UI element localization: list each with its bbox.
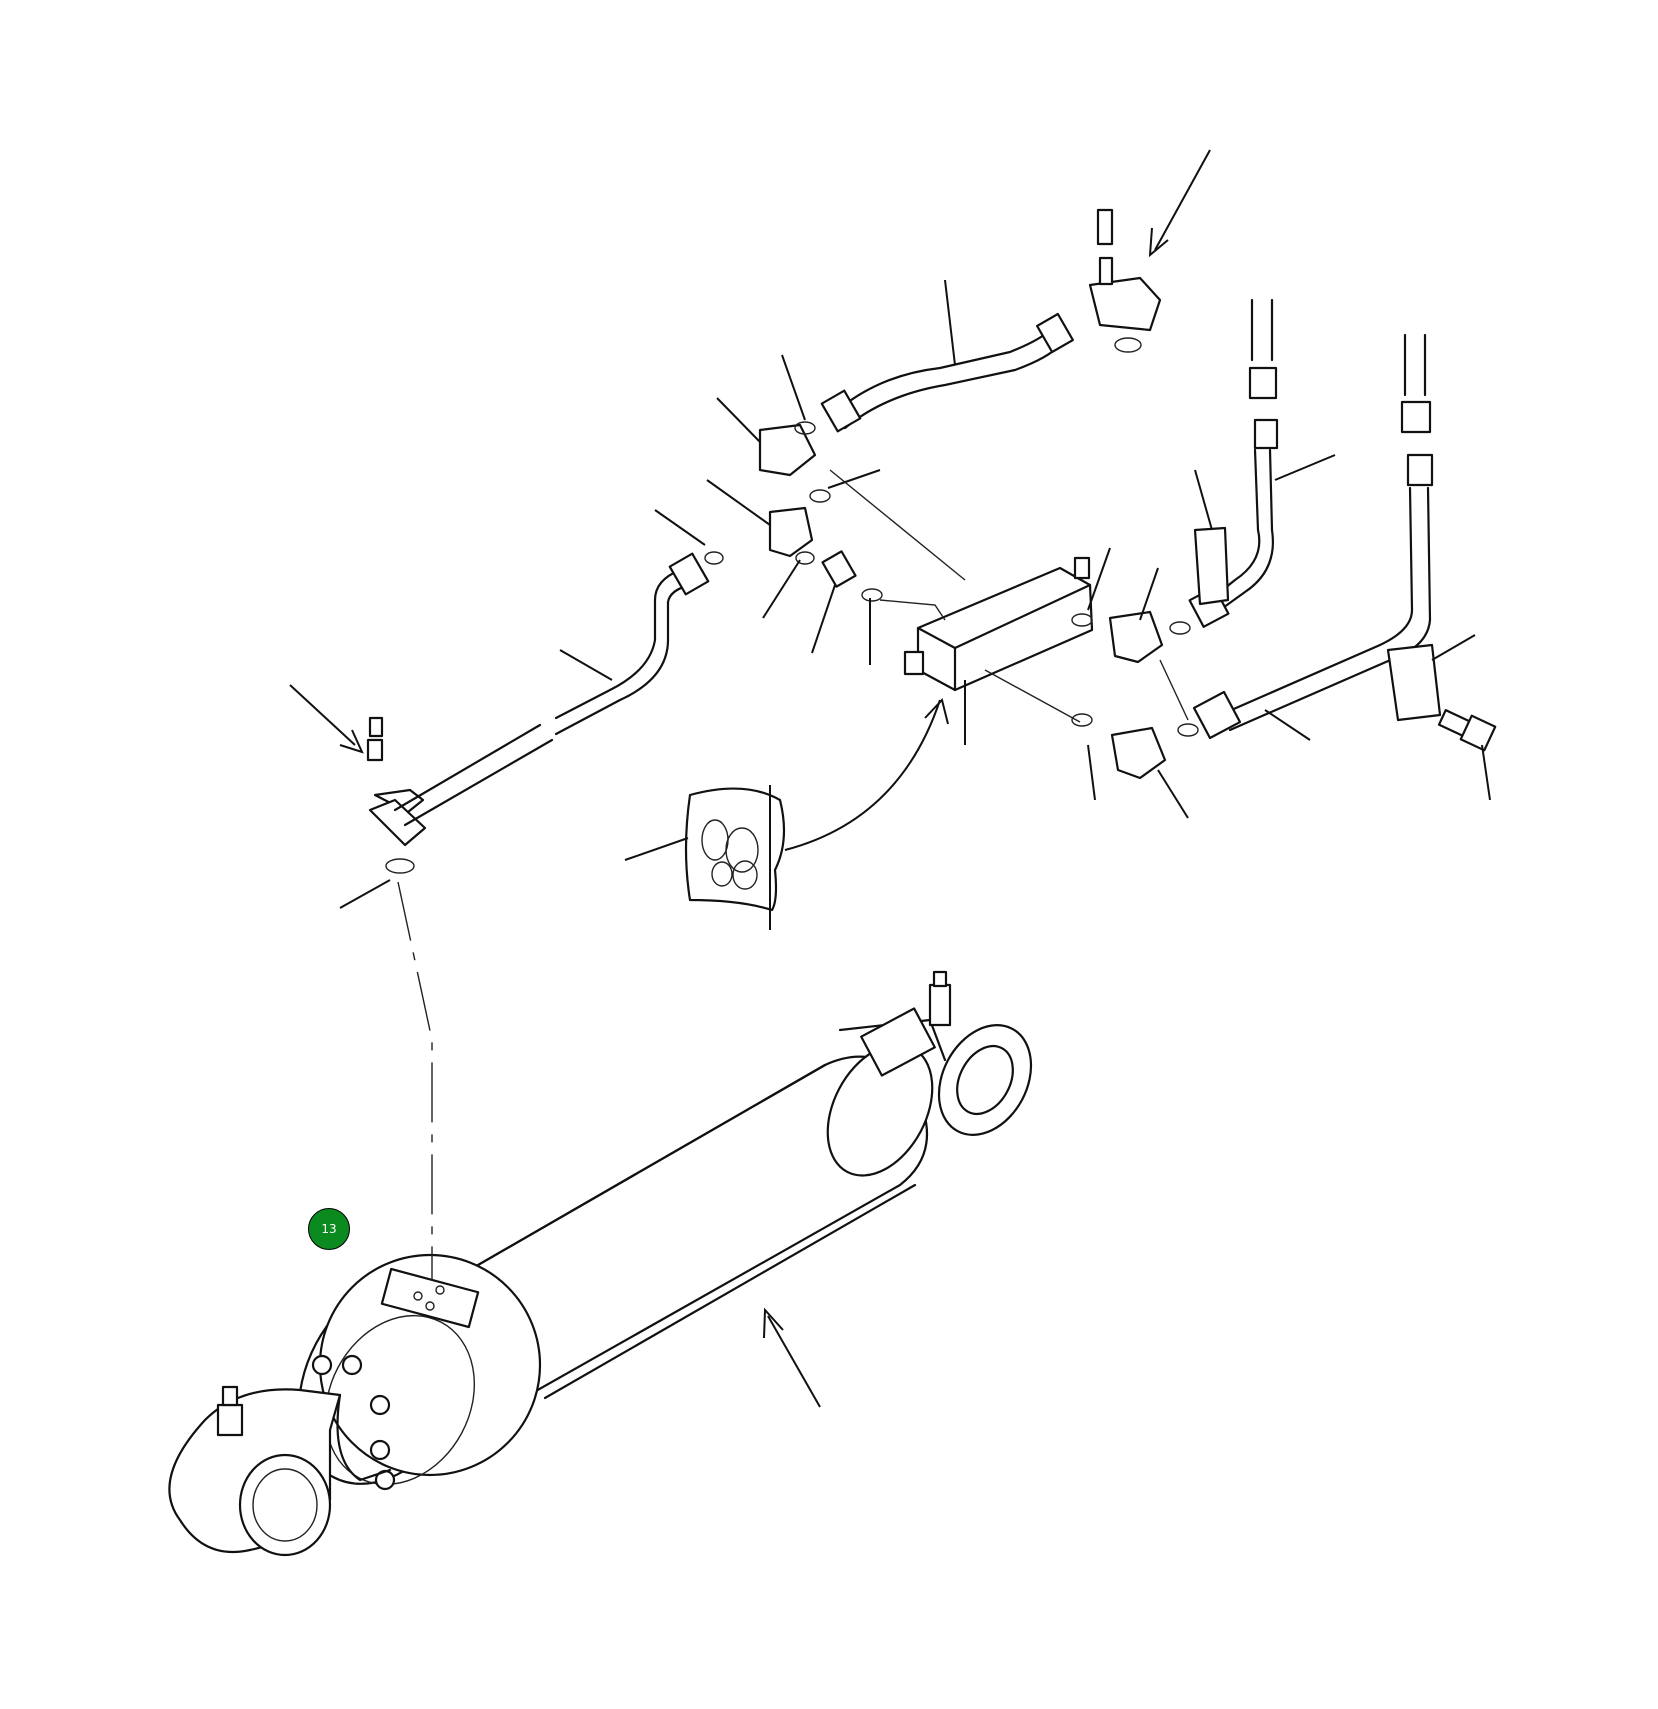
elbow-fittings xyxy=(704,421,1199,780)
upper-pipe-assembly xyxy=(820,208,1162,433)
right-hose-assembly xyxy=(1188,298,1434,740)
hydraulic-cylinder xyxy=(168,970,1033,1557)
valve-block xyxy=(903,556,1094,692)
lower-pipe-assembly xyxy=(366,552,710,874)
clamp-and-bolt xyxy=(1386,643,1497,752)
leader-lines xyxy=(289,149,1491,1408)
callout-badge[interactable]: 13 xyxy=(308,1208,350,1250)
